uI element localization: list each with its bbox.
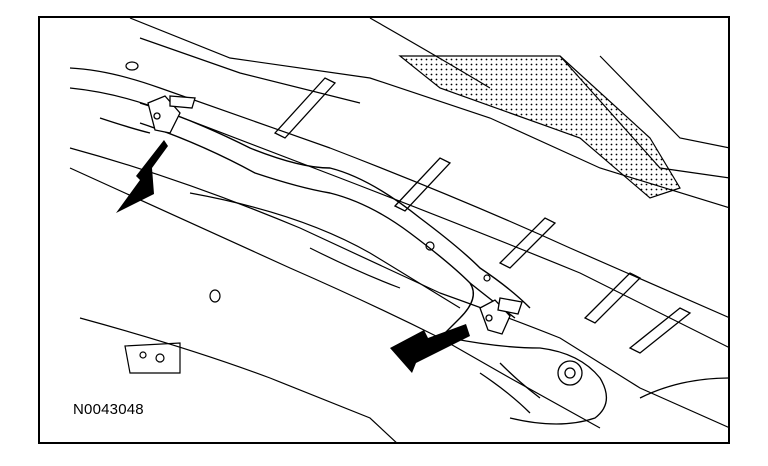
muffler xyxy=(449,337,728,425)
figure-frame: N0043048 xyxy=(38,16,730,444)
hanger-bracket-right xyxy=(479,297,523,335)
hanger-bracket-left xyxy=(147,95,196,134)
underbody-lines xyxy=(69,18,728,442)
heat-shield-texture xyxy=(398,55,728,199)
figure-id-label: N0043048 xyxy=(73,401,144,418)
mounting-holes xyxy=(124,61,491,374)
shield-fins xyxy=(273,77,692,354)
arrow-left xyxy=(116,140,168,213)
arrow-right xyxy=(390,324,470,373)
exhaust-illustration xyxy=(69,18,728,442)
